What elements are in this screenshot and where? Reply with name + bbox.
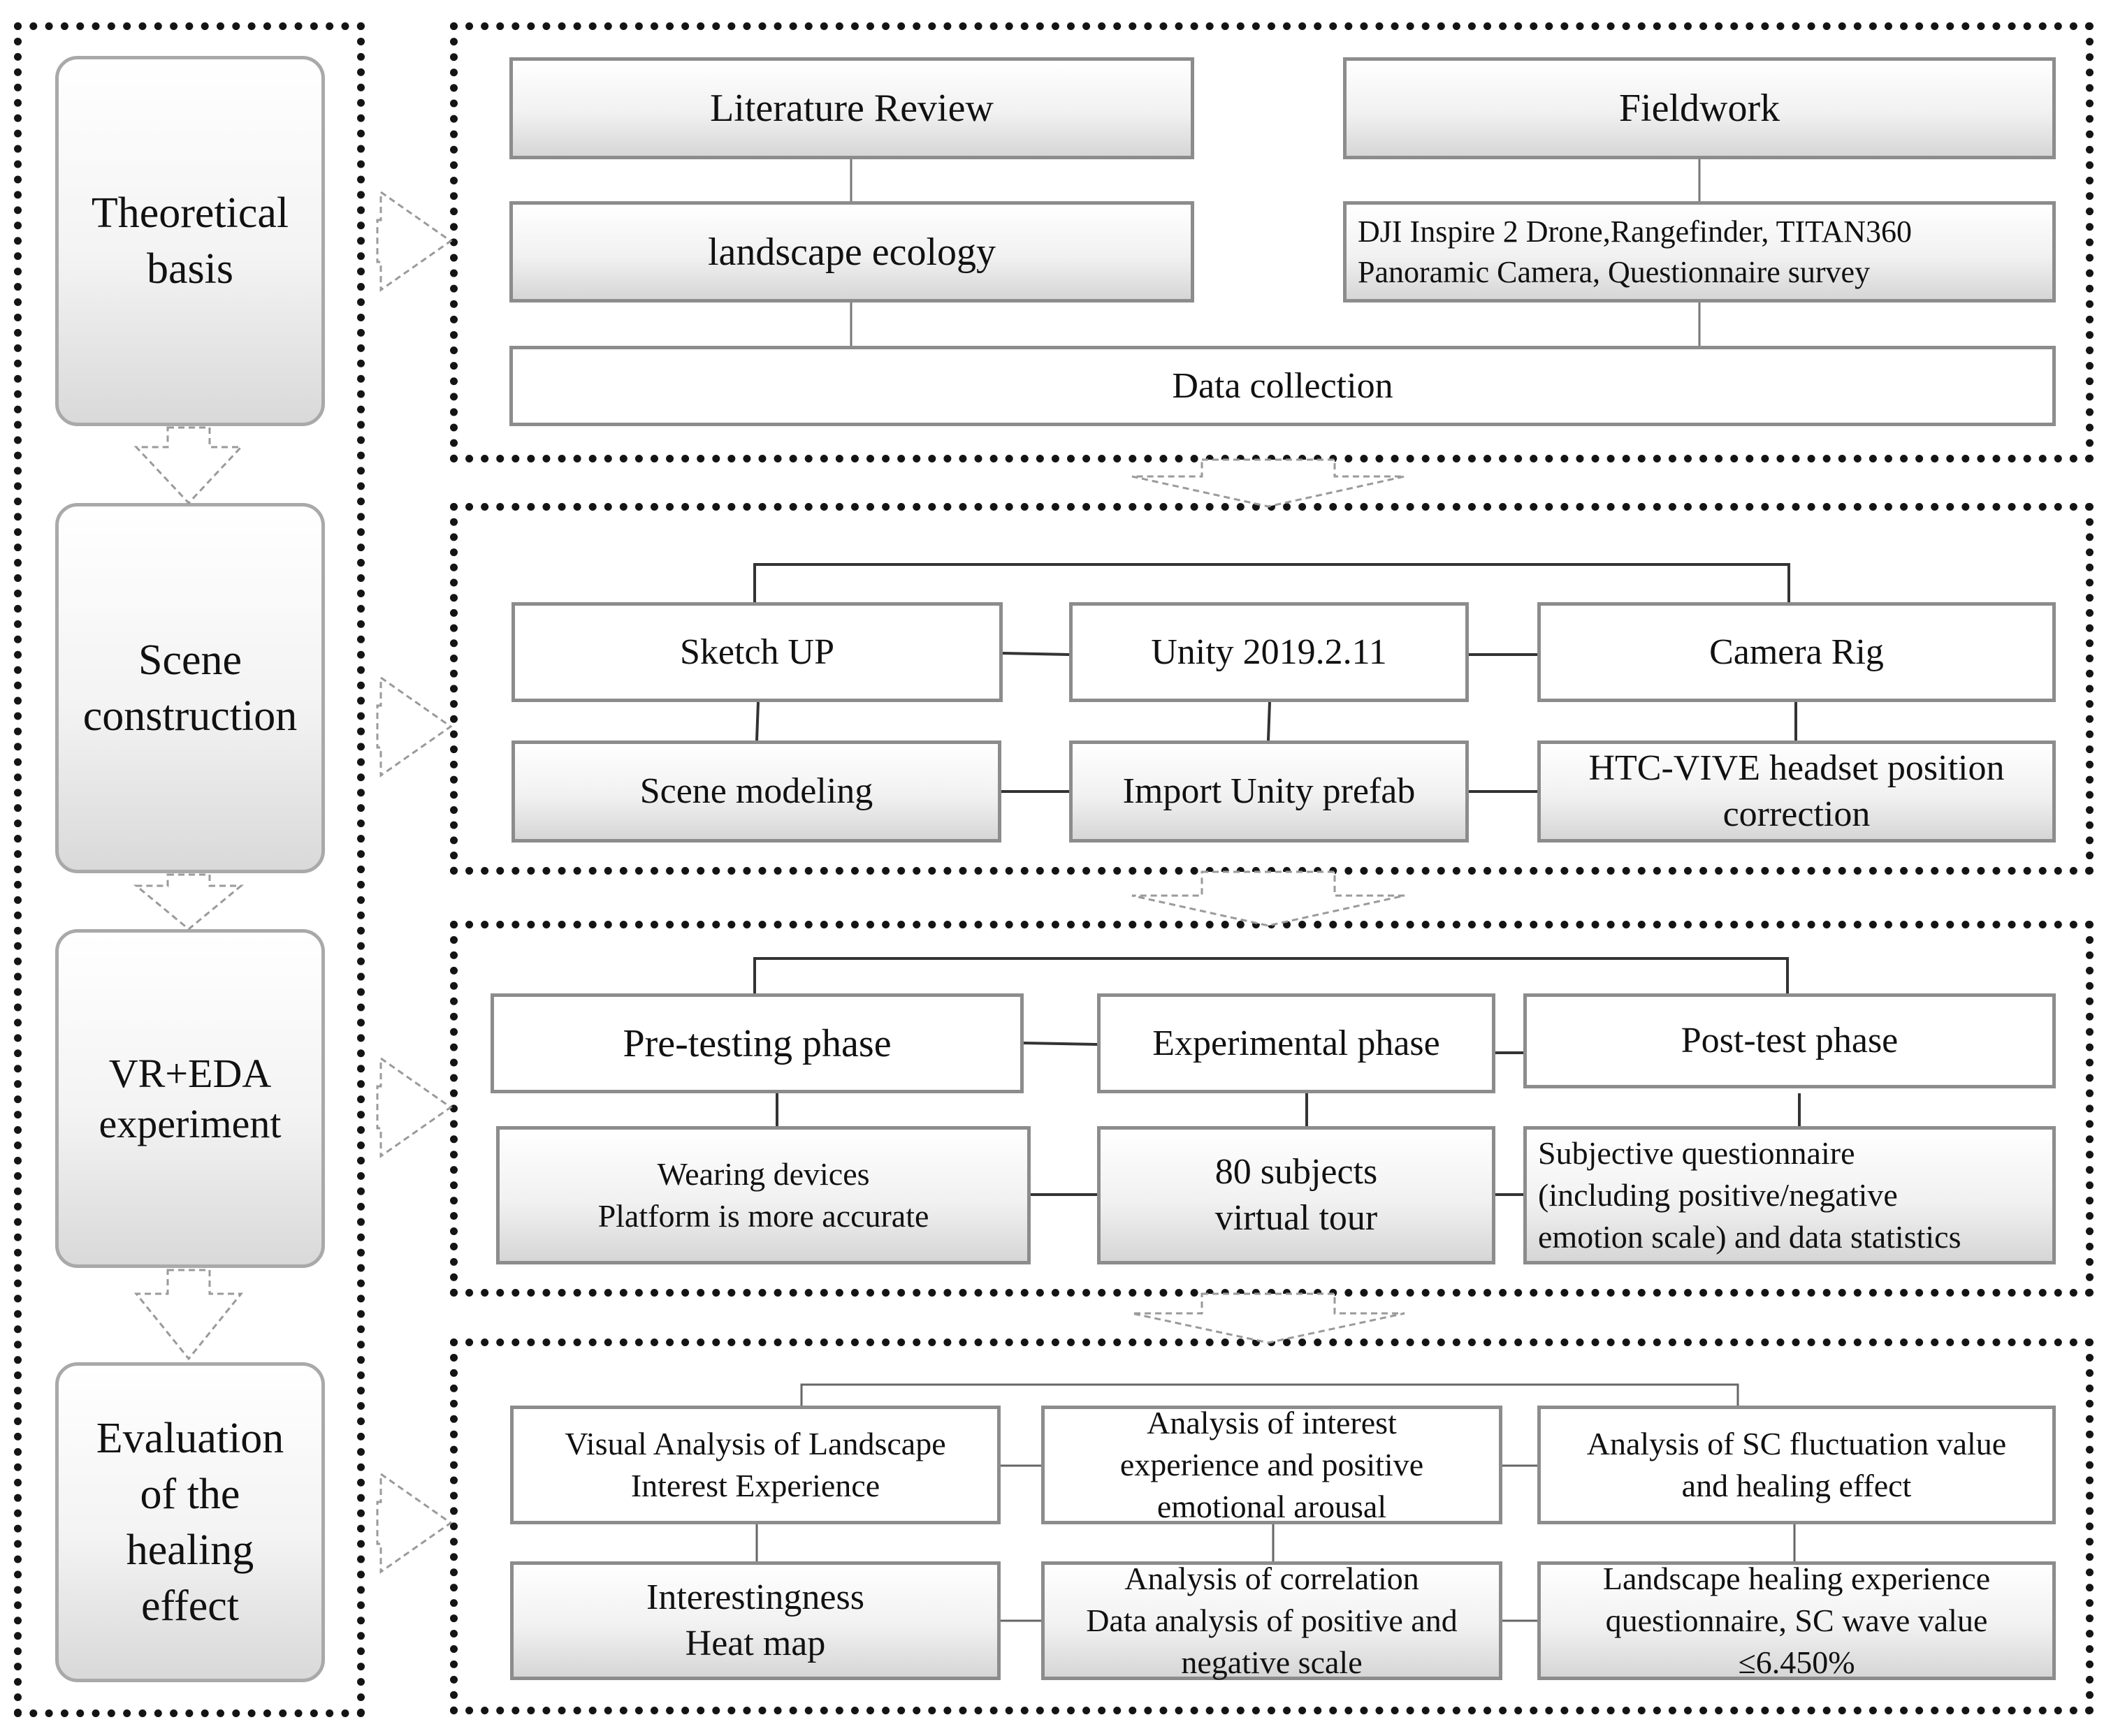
phase-scene-construction: Scene construction (55, 503, 325, 873)
down-arrow-icon (1131, 1292, 1405, 1344)
import-prefab-label: Import Unity prefab (1122, 771, 1416, 811)
wearing-devices-box: Wearing devices Platform is more accurat… (496, 1126, 1031, 1264)
pretesting-phase-box: Pre-testing phase (491, 993, 1024, 1093)
scene-modeling-box: Scene modeling (512, 741, 1001, 843)
visual-analysis-box: Visual Analysis of Landscape Interest Ex… (510, 1406, 1001, 1524)
interestingness-box: Interestingness Heat map (510, 1561, 1001, 1680)
landscape-ecology-box: landscape ecology (509, 201, 1194, 302)
import-prefab-box: Import Unity prefab (1069, 741, 1469, 843)
unity-box: Unity 2019.2.11 (1069, 602, 1469, 702)
fieldwork-box: Fieldwork (1343, 57, 2056, 159)
phase-evaluation: Evaluation of the healing effect (55, 1362, 325, 1682)
posttest-phase-label: Post-test phase (1681, 1021, 1899, 1060)
subjective-questionnaire-label: Subjective questionnaire (including posi… (1538, 1135, 1961, 1255)
literature-review-label: Literature Review (710, 87, 994, 130)
right-arrow-icon (376, 1472, 453, 1574)
phase-theoretical-basis: Theoretical basis (55, 56, 325, 426)
subjective-questionnaire-box: Subjective questionnaire (including posi… (1523, 1126, 2056, 1264)
pretesting-phase-label: Pre-testing phase (623, 1021, 892, 1065)
wearing-devices-label: Wearing devices Platform is more accurat… (597, 1156, 929, 1234)
equipment-box: DJI Inspire 2 Drone,Rangefinder, TITAN36… (1343, 201, 2056, 302)
sc-analysis-box: Analysis of SC fluctuation value and hea… (1537, 1406, 2056, 1524)
data-collection-box: Data collection (509, 346, 2056, 426)
htc-vive-box: HTC-VIVE headset position correction (1537, 741, 2056, 843)
unity-label: Unity 2019.2.11 (1151, 632, 1387, 672)
equipment-label: DJI Inspire 2 Drone,Rangefinder, TITAN36… (1358, 214, 1913, 289)
scene-modeling-label: Scene modeling (639, 771, 873, 811)
right-arrow-icon (376, 1056, 453, 1158)
camera-rig-label: Camera Rig (1709, 632, 1884, 672)
down-arrow-icon (1131, 458, 1405, 508)
correlation-box: Analysis of correlation Data analysis of… (1041, 1561, 1502, 1680)
sketchup-box: Sketch UP (512, 602, 1003, 702)
phase-evaluation-label: Evaluation of the healing effect (96, 1415, 284, 1630)
experimental-phase-box: Experimental phase (1097, 993, 1495, 1093)
data-collection-label: Data collection (1172, 365, 1393, 406)
visual-analysis-label: Visual Analysis of Landscape Interest Ex… (565, 1426, 946, 1503)
htc-vive-label: HTC-VIVE headset position correction (1588, 748, 2005, 834)
phase-experiment-label: VR+EDA experiment (99, 1050, 282, 1146)
healing-questionnaire-label: Landscape healing experience questionnai… (1602, 1561, 1991, 1680)
experimental-phase-label: Experimental phase (1152, 1023, 1440, 1063)
right-arrow-icon (376, 676, 453, 778)
subjects-box: 80 subjects virtual tour (1097, 1126, 1495, 1264)
right-arrow-icon (376, 190, 453, 292)
phase-theoretical-label: Theoretical basis (91, 189, 289, 293)
camera-rig-box: Camera Rig (1537, 602, 2056, 702)
sc-analysis-label: Analysis of SC fluctuation value and hea… (1586, 1426, 2007, 1503)
healing-questionnaire-box: Landscape healing experience questionnai… (1537, 1561, 2056, 1680)
correlation-label: Analysis of correlation Data analysis of… (1086, 1561, 1458, 1680)
interestingness-label: Interestingness Heat map (646, 1577, 864, 1663)
interest-analysis-label: Analysis of interest experience and posi… (1119, 1405, 1424, 1524)
phase-vr-eda-experiment: VR+EDA experiment (55, 929, 325, 1268)
phase-scene-label: Scene construction (82, 636, 298, 740)
phase-column-frame (14, 22, 365, 1717)
down-arrow-icon (1131, 870, 1405, 927)
posttest-phase-box: Post-test phase (1523, 993, 2056, 1088)
fieldwork-label: Fieldwork (1618, 87, 1780, 130)
sketchup-label: Sketch UP (680, 632, 834, 672)
subjects-label: 80 subjects virtual tour (1214, 1152, 1378, 1238)
literature-review-box: Literature Review (509, 57, 1194, 159)
interest-analysis-box: Analysis of interest experience and posi… (1041, 1405, 1502, 1524)
landscape-ecology-label: landscape ecology (707, 230, 996, 274)
